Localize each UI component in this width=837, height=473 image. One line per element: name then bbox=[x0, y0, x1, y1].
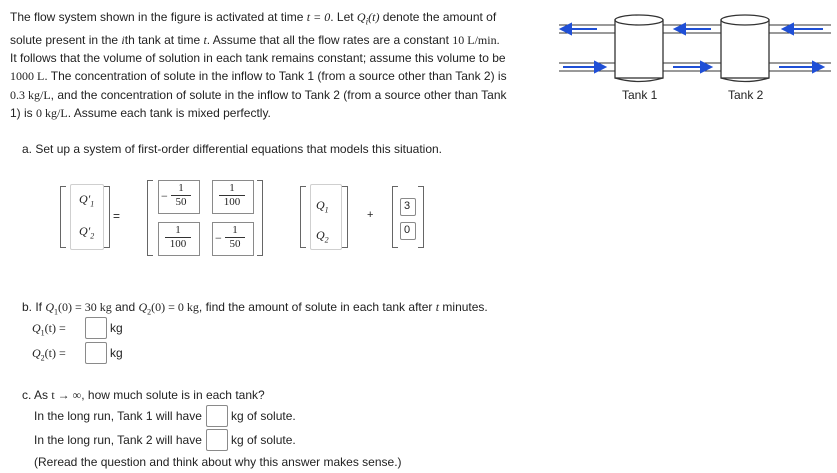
bracket-right bbox=[418, 186, 424, 248]
bracket-left bbox=[392, 186, 398, 248]
text: . Assume each tank is mixed perfectly. bbox=[67, 105, 271, 120]
matrix-entry-12[interactable] bbox=[212, 180, 254, 214]
flow-arrows-bottom bbox=[563, 60, 826, 74]
problem-statement: The flow system shown in the figure is a… bbox=[10, 8, 530, 122]
tank1-long-run-label: In the long run, Tank 1 will have bbox=[34, 409, 202, 423]
math-t: t bbox=[203, 32, 207, 47]
const-value-1: 3 bbox=[404, 200, 411, 212]
reread-note: (Reread the question and think about why… bbox=[34, 455, 402, 469]
math-sub: i bbox=[365, 16, 369, 27]
part-c-prompt: c. As t → ∞, how much solute is in each … bbox=[22, 388, 265, 402]
text: 1) is bbox=[10, 105, 37, 120]
q2-answer-input[interactable] bbox=[85, 342, 107, 364]
tank1-unit: kg of solute. bbox=[231, 409, 296, 423]
math-concentration-2: 0 kg/L bbox=[36, 105, 68, 120]
tank-2-label: Tank 2 bbox=[728, 88, 764, 102]
text: th tank at time bbox=[124, 32, 204, 47]
text: denote the amount of bbox=[379, 10, 497, 24]
math-concentration-1: 0.3 kg/L bbox=[10, 87, 51, 102]
q1-unit: kg bbox=[110, 321, 123, 335]
bracket-right bbox=[257, 180, 263, 256]
q-vector-box bbox=[310, 184, 342, 250]
tank1-long-run-input[interactable] bbox=[206, 405, 228, 427]
part-a-prompt: a. Set up a system of first-order differ… bbox=[22, 142, 442, 156]
q2-unit: kg bbox=[110, 346, 123, 360]
bracket-right bbox=[342, 186, 348, 248]
q1-answer-input[interactable] bbox=[85, 317, 107, 339]
text: The flow system shown in the figure is a… bbox=[10, 10, 307, 24]
bracket-left bbox=[60, 186, 66, 248]
tank-diagram bbox=[558, 14, 831, 83]
q1-prime: Q′1 bbox=[79, 192, 95, 209]
const-entry-2[interactable] bbox=[400, 222, 416, 240]
bracket-right bbox=[104, 186, 110, 248]
const-value-2: 0 bbox=[404, 224, 411, 236]
math-volume: 1000 L bbox=[10, 69, 45, 84]
plus-sign: + bbox=[367, 209, 374, 221]
const-entry-1[interactable] bbox=[400, 198, 416, 216]
flow-arrows-top bbox=[558, 22, 823, 36]
text: It follows that the volume of solution i… bbox=[10, 50, 506, 65]
bracket-left bbox=[300, 186, 306, 248]
math-q: Q bbox=[356, 10, 366, 24]
q1-label: Q1(t) = bbox=[32, 321, 66, 338]
minus-sign: − bbox=[161, 189, 168, 203]
matrix-entry-11[interactable] bbox=[158, 180, 200, 214]
text: , and the concentration of solute in the… bbox=[50, 87, 507, 102]
math-flow-rate: 10 L/min. bbox=[452, 32, 500, 47]
part-b-prompt: b. If Q1(0) = 30 kg and Q2(0) = 0 kg, fi… bbox=[22, 300, 488, 317]
q2: Q2 bbox=[316, 228, 329, 245]
lhs-vector-box bbox=[70, 184, 104, 250]
q2-prime: Q′2 bbox=[79, 224, 95, 241]
matrix-entry-21[interactable] bbox=[158, 222, 200, 256]
bracket-left bbox=[147, 180, 153, 256]
tank-1-label: Tank 1 bbox=[622, 88, 658, 102]
text: . Assume that all the flow rates are a c… bbox=[206, 32, 453, 47]
text: . Let bbox=[330, 10, 357, 24]
equals-sign: = bbox=[113, 209, 121, 223]
tank-2-shape bbox=[720, 14, 770, 83]
tank2-unit: kg of solute. bbox=[231, 433, 296, 447]
tank2-long-run-input[interactable] bbox=[206, 429, 228, 451]
math-i: i bbox=[121, 32, 125, 47]
text: . The concentration of solute in the inf… bbox=[44, 69, 507, 84]
math-t: (t) bbox=[368, 10, 380, 24]
math-t0: t = 0 bbox=[306, 10, 331, 24]
minus-sign: − bbox=[215, 231, 222, 245]
q2-label: Q2(t) = bbox=[32, 346, 66, 363]
q1: Q1 bbox=[316, 198, 329, 215]
tank-1-shape bbox=[614, 14, 664, 83]
tank2-long-run-label: In the long run, Tank 2 will have bbox=[34, 433, 202, 447]
matrix-entry-22[interactable] bbox=[212, 222, 254, 256]
text: solute present in the bbox=[10, 32, 122, 47]
